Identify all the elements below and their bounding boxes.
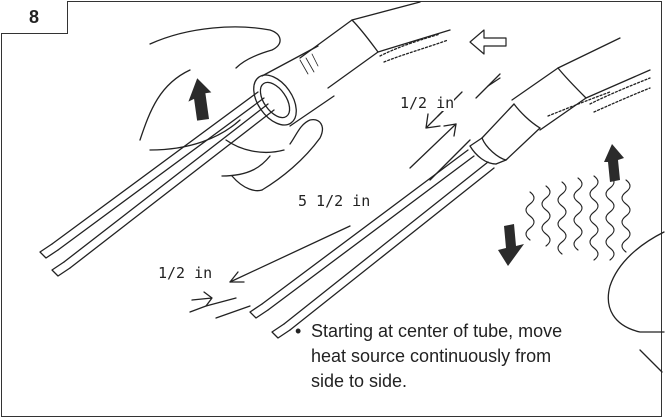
instruction-note: • Starting at center of tube, move heat … [295,319,641,394]
instruction-line-1: Starting at center of tube, move [311,321,563,341]
hand-icon [139,26,324,192]
instruction-line-3: side to side. [311,371,408,391]
bullet-point: • [295,321,302,341]
dimension-label-bottom: 1/2 in [158,264,213,282]
left-cable [299,1,451,89]
dimension-label-top: 1/2 in [400,94,455,112]
down-arrow-icon [498,224,524,266]
instruction-line-2: heat source continuously from [311,346,552,366]
heat-gun-icon [607,231,665,373]
up-arrow-icon [604,144,624,182]
dimension-lines [189,73,501,319]
dimension-label-length: 5 1/2 in [298,192,371,210]
left-conductors [39,91,275,277]
up-arrow-icon [188,78,212,121]
heat-waves-icon [525,175,631,261]
right-heat-shrink-tube [469,103,541,165]
step-number: 8 [1,1,68,34]
right-conductors [249,149,495,339]
right-cable [511,37,651,131]
left-heat-shrink-tube [253,45,335,127]
direction-arrow-icon [469,29,507,55]
